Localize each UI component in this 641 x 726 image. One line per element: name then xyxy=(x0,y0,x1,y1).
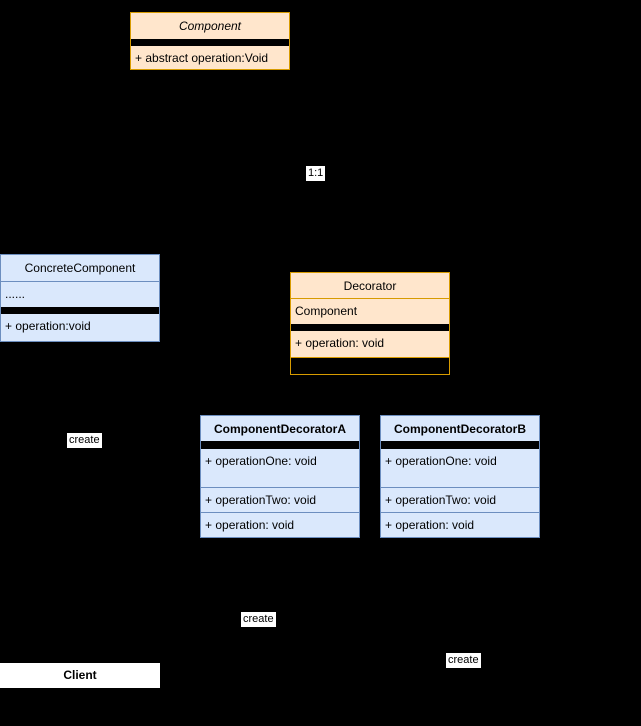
edge-label-create-a[interactable]: create xyxy=(241,612,276,627)
class-component-decorator-b[interactable]: ComponentDecoratorB + operationOne: void… xyxy=(380,415,540,538)
class-component[interactable]: Component + abstract operation:Void xyxy=(130,12,290,70)
class-client[interactable]: Client xyxy=(0,663,160,688)
class-component-decorator-b-title: ComponentDecoratorB xyxy=(393,422,526,436)
section-separator xyxy=(291,324,449,331)
class-component-decorator-a[interactable]: ComponentDecoratorA + operationOne: void… xyxy=(200,415,360,538)
multiplicity-label[interactable]: 1:1 xyxy=(306,166,326,181)
edge-label-create-b[interactable]: create xyxy=(446,653,481,668)
class-component-title: Component xyxy=(178,19,242,33)
section-separator xyxy=(201,441,359,449)
class-component-decorator-b-operation-two: + operationTwo: void xyxy=(381,487,539,512)
class-component-decorator-a-operation: + operation: void xyxy=(201,512,359,536)
section-separator xyxy=(381,441,539,449)
class-concrete-component-title: ConcreteComponent xyxy=(24,261,136,275)
class-concrete-component-field: ...... xyxy=(1,281,159,307)
class-component-decorator-a-operation-two: + operationTwo: void xyxy=(201,487,359,512)
class-decorator-empty-section xyxy=(291,357,449,374)
class-concrete-component[interactable]: ConcreteComponent ...... + operation:voi… xyxy=(0,254,160,342)
class-decorator-field: Component xyxy=(291,298,449,324)
class-decorator-title: Decorator xyxy=(343,279,397,293)
class-component-decorator-b-operation-one: + operationOne: void xyxy=(385,454,497,468)
class-decorator-operation: + operation: void xyxy=(295,336,385,350)
section-separator xyxy=(1,307,159,314)
class-component-decorator-b-operation: + operation: void xyxy=(381,512,539,536)
class-component-operation: + abstract operation:Void xyxy=(135,51,269,65)
class-component-decorator-a-operation-one: + operationOne: void xyxy=(205,454,317,468)
section-separator xyxy=(131,39,289,46)
edge-label-create-concrete[interactable]: create xyxy=(67,433,102,448)
class-client-title: Client xyxy=(63,668,97,682)
class-concrete-component-operation: + operation:void xyxy=(5,319,91,333)
class-component-decorator-a-title: ComponentDecoratorA xyxy=(213,422,346,436)
class-decorator[interactable]: Decorator Component + operation: void xyxy=(290,272,450,375)
